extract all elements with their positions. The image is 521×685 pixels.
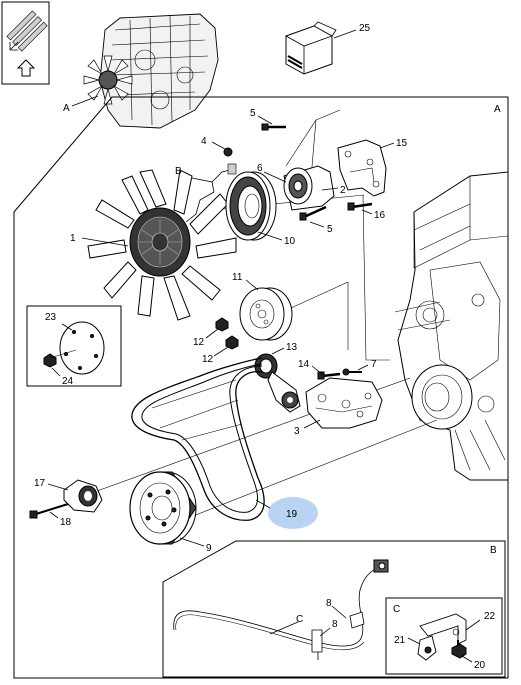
auto-tensioner-17: 17 <box>34 478 103 513</box>
sensor-cable-b: B <box>175 163 237 223</box>
bolt-14: 14 <box>298 359 341 380</box>
mounting-bracket: 15 <box>337 138 408 197</box>
bolt-7: 7 <box>342 359 377 376</box>
callout-23: 23 <box>45 312 57 323</box>
drive-belt <box>131 357 265 521</box>
callout-6: 6 <box>257 163 263 174</box>
parts-kit-box-icon: 25 <box>285 21 371 75</box>
fan-hub-pulley: 10 <box>225 171 296 247</box>
engine-overview-thumbnail: A <box>63 13 219 129</box>
callout-5-lower: 5 <box>327 224 333 235</box>
callout-9: 9 <box>206 543 212 554</box>
detail-view-c: C 22 21 20 <box>385 597 503 675</box>
callout-13: 13 <box>286 342 298 353</box>
callout-22: 22 <box>484 611 496 622</box>
callout-4: 4 <box>201 136 207 147</box>
callout-3: 3 <box>294 426 300 437</box>
bolt-16: 16 <box>347 202 386 221</box>
callout-11: 11 <box>232 272 243 283</box>
callout-14: 14 <box>298 359 310 370</box>
callout-21: 21 <box>394 635 406 646</box>
callout-5-upper: 5 <box>250 108 256 119</box>
view-label-c: C <box>393 604 400 615</box>
orientation-arrows-icon <box>1 1 50 85</box>
callout-18: 18 <box>60 517 72 528</box>
engine-block <box>394 171 509 481</box>
tensioner-pulley-13: 13 <box>254 342 301 413</box>
callout-20: 20 <box>474 660 486 671</box>
view-label-b: B <box>490 545 497 556</box>
callout-c-cable: C <box>296 614 303 625</box>
callout-12-lower: 12 <box>202 354 214 365</box>
inset-cover-plate: 23 24 <box>26 305 122 387</box>
callout-25: 25 <box>359 23 371 34</box>
callout-15: 15 <box>396 138 408 149</box>
bolt-18: 18 <box>29 503 72 528</box>
bolt-5-upper: 5 <box>250 108 286 131</box>
nut-12-upper: 12 <box>193 317 229 348</box>
callout-b-cable: B <box>175 166 182 177</box>
callout-17: 17 <box>34 478 46 489</box>
crankshaft-damper-9: 9 <box>129 471 212 554</box>
view-label-a-thumbnail: A <box>63 103 70 114</box>
callout-10: 10 <box>284 236 296 247</box>
bolt-5-lower: 5 <box>299 205 333 235</box>
view-label-a: A <box>494 104 501 115</box>
callout-1: 1 <box>70 233 76 244</box>
callout-8-lower: 8 <box>332 619 338 630</box>
idler-pulley-11: 11 <box>232 272 293 341</box>
callout-8-upper: 8 <box>326 598 332 609</box>
cooling-fan: 1 <box>70 169 237 321</box>
callout-16: 16 <box>374 210 386 221</box>
sensor-plug: 4 <box>201 136 233 157</box>
callout-7: 7 <box>371 359 377 370</box>
tensioner-bracket: 3 <box>294 377 383 437</box>
pump-hub: 6 2 <box>257 163 346 211</box>
callout-19-highlight[interactable]: 19 <box>255 497 318 529</box>
callout-12-upper: 12 <box>193 337 205 348</box>
callout-19[interactable]: 19 <box>286 509 298 520</box>
nut-12-lower: 12 <box>202 335 239 365</box>
callout-2: 2 <box>340 185 346 196</box>
callout-24: 24 <box>62 376 74 387</box>
